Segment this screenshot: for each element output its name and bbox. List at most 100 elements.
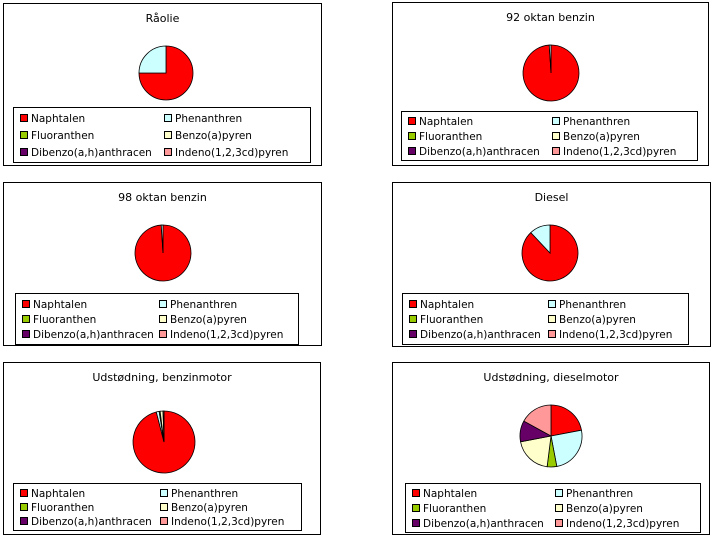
legend-label: Benzo(a)pyren [559,314,636,326]
legend-item-fluoranthen: Fluoranthen [20,502,94,514]
legend-label: Indeno(1,2,3cd)pyren [566,517,680,530]
legend-label: Benzo(a)pyren [566,503,643,515]
legend-swatch [20,147,28,156]
legend-swatch [159,315,167,323]
legend-label: Fluoranthen [31,502,95,514]
legend-item-naphtalen: Naphtalen [20,488,85,500]
legend-swatch [164,114,172,123]
legend-label: Benzo(a)pyren [175,130,252,142]
legend-item-phenanthren: Phenanthren [160,488,238,500]
legend-item-dibenzo-a-h-anthracen: Dibenzo(a,h)anthracen [409,329,541,341]
legend-swatch [22,330,30,339]
legend-swatch [20,517,28,525]
chart-title: 98 oktan benzin [118,191,207,204]
legend-swatch [20,489,28,497]
legend-label: Indeno(1,2,3cd)pyren [563,145,677,158]
pie-chart [134,224,192,282]
legend-item-naphtalen: Naphtalen [408,116,473,128]
legend-swatch [555,518,563,527]
legend-item-indeno-1-2-3cd-pyren: Indeno(1,2,3cd)pyren [160,516,284,528]
legend-swatch [552,132,560,140]
legend-label: Indeno(1,2,3cd)pyren [171,516,285,528]
legend-item-indeno-1-2-3cd-pyren: Indeno(1,2,3cd)pyren [555,518,679,530]
legend-swatch [160,489,168,497]
legend-label: Phenanthren [566,488,634,501]
legend-item-phenanthren: Phenanthren [548,299,626,311]
pie-chart [138,45,194,101]
legend-swatch [164,147,172,156]
legend-swatch [548,330,556,339]
legend-item-phenanthren: Phenanthren [159,299,237,311]
legend-swatch [408,146,416,155]
legend-item-indeno-1-2-3cd-pyren: Indeno(1,2,3cd)pyren [164,147,288,159]
legend-label: Dibenzo(a,h)anthracen [420,329,541,342]
legend-label: Benzo(a)pyren [170,314,247,326]
pie-chart [519,404,583,468]
legend-item-dibenzo-a-h-anthracen: Dibenzo(a,h)anthracen [408,146,540,158]
legend-item-fluoranthen: Fluoranthen [412,503,486,515]
legend-label: Naphtalen [423,488,478,501]
pie-slice-phenanthren [530,224,551,255]
legend-item-indeno-1-2-3cd-pyren: Indeno(1,2,3cd)pyren [552,146,676,158]
legend-item-dibenzo-a-h-anthracen: Dibenzo(a,h)anthracen [20,147,152,159]
legend-label: Fluoranthen [419,131,483,143]
chart-title: Udstødning, dieselmotor [483,371,619,384]
legend-label: Fluoranthen [420,314,484,326]
legend-item-benzo-a-pyren: Benzo(a)pyren [164,130,252,142]
legend-label: Phenanthren [563,116,631,129]
legend-label: Benzo(a)pyren [171,502,248,514]
legend-label: Naphtalen [420,298,475,311]
legend-swatch [159,330,167,339]
legend-label: Indeno(1,2,3cd)pyren [559,329,673,342]
legend-item-dibenzo-a-h-anthracen: Dibenzo(a,h)anthracen [22,329,154,341]
legend-swatch [409,315,417,323]
chart-title: Udstødning, benzinmotor [92,371,232,384]
legend-swatch [555,504,563,512]
legend-label: Indeno(1,2,3cd)pyren [175,146,289,159]
legend-item-phenanthren: Phenanthren [164,113,242,125]
legend-swatch [159,299,167,308]
pie-slice-indeno-1-2-3cd-pyren [523,404,552,437]
legend-label: Phenanthren [171,488,239,500]
legend-label: Dibenzo(a,h)anthracen [31,146,152,159]
pie-chart [522,44,580,102]
legend-item-naphtalen: Naphtalen [20,113,85,125]
legend-item-fluoranthen: Fluoranthen [408,131,482,143]
legend-swatch [22,315,30,323]
legend-swatch [555,489,563,498]
legend-item-dibenzo-a-h-anthracen: Dibenzo(a,h)anthracen [20,516,152,528]
legend-swatch [548,315,556,323]
legend-item-indeno-1-2-3cd-pyren: Indeno(1,2,3cd)pyren [159,329,283,341]
legend-item-phenanthren: Phenanthren [552,116,630,128]
legend-label: Phenanthren [559,298,627,311]
legend-item-dibenzo-a-h-anthracen: Dibenzo(a,h)anthracen [412,518,544,530]
legend-label: Fluoranthen [31,130,95,142]
legend-swatch [412,518,420,527]
legend-swatch [409,299,417,308]
legend-swatch [552,117,560,126]
pie-slice-phenanthren [160,224,164,254]
legend-label: Indeno(1,2,3cd)pyren [170,329,284,342]
legend-swatch [552,146,560,155]
legend-item-indeno-1-2-3cd-pyren: Indeno(1,2,3cd)pyren [548,329,672,341]
legend-swatch [412,504,420,512]
legend-label: Dibenzo(a,h)anthracen [419,145,540,158]
legend-label: Naphtalen [33,298,88,311]
legend-label: Dibenzo(a,h)anthracen [33,329,154,342]
legend-item-phenanthren: Phenanthren [555,488,633,500]
legend-label: Naphtalen [31,488,86,500]
legend-label: Fluoranthen [423,503,487,515]
pie-slice-benzo-a-pyren [520,435,552,468]
legend-label: Dibenzo(a,h)anthracen [31,516,152,528]
legend-label: Fluoranthen [33,314,97,326]
legend-item-fluoranthen: Fluoranthen [20,130,94,142]
legend-item-naphtalen: Naphtalen [22,299,87,311]
legend-label: Dibenzo(a,h)anthracen [423,517,544,530]
legend-swatch [408,117,416,126]
